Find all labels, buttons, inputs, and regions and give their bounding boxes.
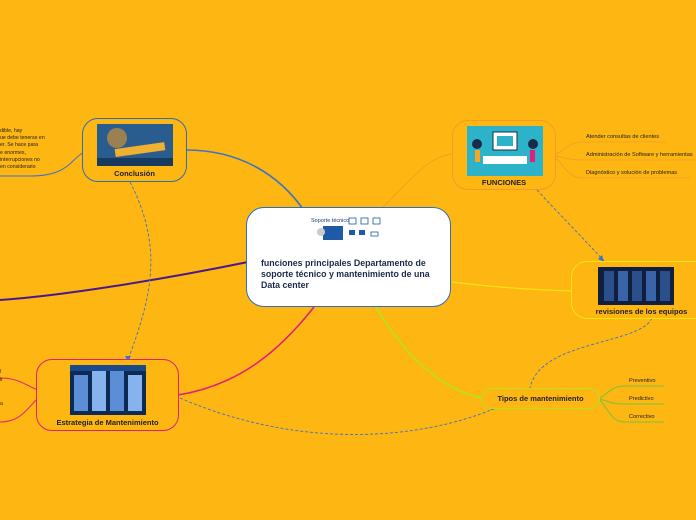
estrategia-label: Estrategia de Mantenimiento [56, 418, 159, 427]
link-central-estrategia [177, 306, 315, 396]
leaf-preventivo[interactable]: Preventivo [629, 378, 656, 384]
relation-conclusion-estrategia [127, 181, 152, 361]
link-central-left [0, 261, 249, 301]
funciones-label: FUNCIONES [481, 178, 527, 187]
central-topic[interactable]: Soporte técnico funciones principales De… [246, 207, 451, 307]
leaf-correctivo[interactable]: Correctivo [629, 414, 655, 420]
link-estrategia-left1 [0, 377, 39, 391]
support-logo-image: Soporte técnico [311, 217, 381, 240]
leaf-predictivo[interactable]: Predictivo [629, 396, 654, 402]
link-central-tipos [374, 304, 483, 399]
conclusion-image [97, 124, 173, 166]
link-central-revisiones [451, 281, 573, 292]
node-tipos[interactable]: Tipos de mantenimiento [481, 388, 600, 409]
estrategia-text: l ir a [0, 369, 3, 407]
relation-revisiones-tipos [529, 317, 653, 389]
link-conclusion-text [0, 151, 85, 177]
link-central-conclusion [185, 149, 306, 213]
central-title: funciones principales Departamento de so… [261, 258, 430, 290]
tipos-label: Tipos de mantenimiento [497, 394, 584, 403]
relation-funciones-revisiones [536, 189, 605, 262]
estrategia-image [70, 365, 146, 415]
leaf-atender-consultas[interactable]: Atender consultas de clientes [586, 134, 660, 140]
revisiones-image [598, 267, 674, 305]
revisiones-label: revisiones de los equipos [595, 307, 688, 316]
leaf-diagnostico[interactable]: Diagnóstico y solución de problemas [586, 170, 678, 176]
link-central-funciones [379, 153, 454, 211]
link-estrategia-left2 [0, 397, 39, 423]
node-conclusion[interactable]: Conclusión [82, 118, 187, 182]
conclusion-label: Conclusión [114, 169, 155, 178]
conclusion-text: dible, hay ue debe tenerse en er. Se hac… [0, 128, 45, 171]
relation-estrategia-tipos [179, 397, 497, 435]
logo-text: Soporte técnico [311, 218, 349, 224]
funciones-image [467, 126, 543, 176]
node-funciones[interactable]: FUNCIONES [452, 120, 556, 190]
leaf-administracion-software[interactable]: Administración de Software y herramienta… [586, 152, 693, 158]
node-revisiones[interactable]: revisiones de los equipos [571, 261, 696, 319]
node-estrategia[interactable]: Estrategia de Mantenimiento [36, 359, 179, 431]
